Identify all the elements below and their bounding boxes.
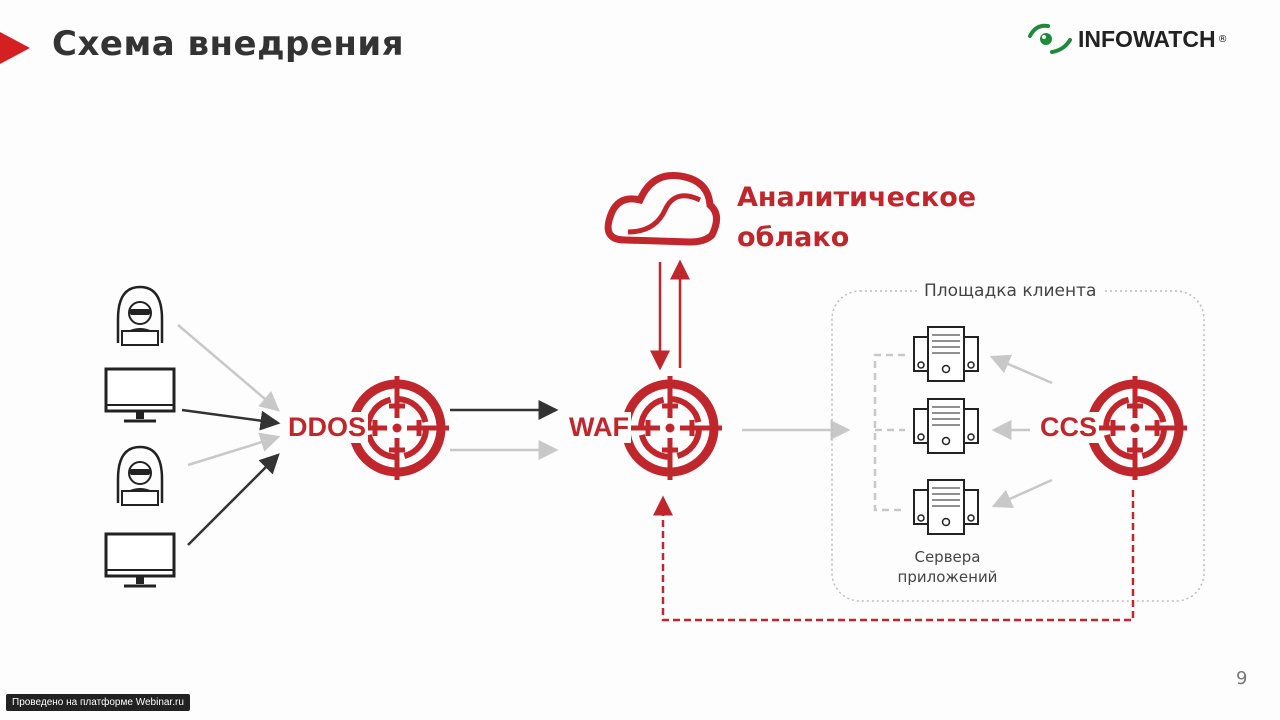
traffic-arrow — [181, 408, 281, 431]
eye-logo-icon — [1028, 23, 1072, 54]
server-icon — [913, 398, 979, 454]
servers-label-line2: приложений — [897, 568, 998, 586]
cloud-label-line2: облако — [737, 222, 850, 253]
cloud-icon — [604, 172, 720, 246]
waf-label: WAF — [569, 412, 631, 443]
computer-icon — [104, 532, 176, 588]
ccs-label: CCS — [1040, 412, 1100, 443]
server-links — [873, 353, 905, 512]
servers-label-line1: Сервера — [914, 548, 981, 566]
infowatch-logo: INFOWATCH ® — [1026, 22, 1228, 56]
page-number: 9 — [1236, 668, 1248, 689]
traffic-arrow — [177, 324, 280, 412]
cloud-label-line1: Аналитическое — [737, 182, 977, 213]
hacker-icon — [116, 285, 164, 347]
traffic-arrow — [187, 453, 280, 546]
computer-icon — [104, 367, 176, 423]
waf-target-icon — [618, 376, 722, 480]
server-icon — [913, 479, 979, 535]
page-title: Схема внедрения — [52, 24, 405, 64]
title-marker — [0, 32, 30, 64]
client-zone-label: Площадка клиента — [918, 281, 1103, 301]
logo-text: INFOWATCH — [1078, 25, 1216, 52]
ccs-to-waf-feedback-arrow — [653, 490, 1135, 622]
hacker-icon — [116, 445, 164, 507]
client-zone-border — [831, 290, 1205, 602]
traffic-arrow — [187, 432, 281, 467]
ccs-to-server-arrow — [991, 478, 1053, 508]
webinar-badge[interactable]: Проведено на платформе Webinar.ru — [6, 694, 190, 711]
logo-registered: ® — [1217, 33, 1228, 45]
ddos-label: DDOS — [288, 412, 369, 443]
ccs-to-server-arrow — [989, 354, 1053, 385]
servers-label: Сервера приложений — [880, 547, 1015, 587]
cloud-label: Аналитическое облако — [737, 178, 976, 258]
server-icon — [913, 326, 979, 382]
